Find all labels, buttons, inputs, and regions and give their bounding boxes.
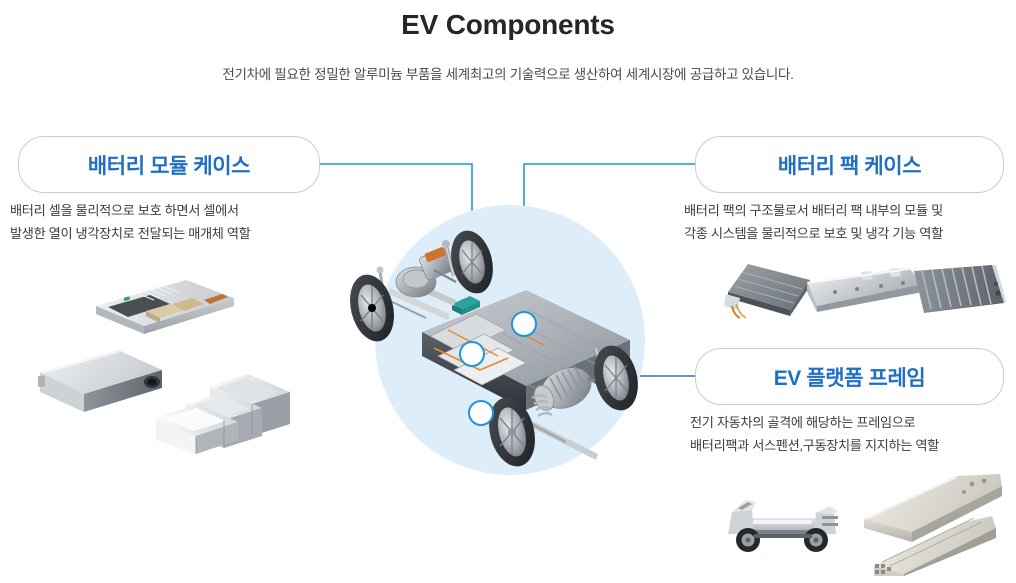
product-ev-skateboard-platform [718, 490, 848, 560]
card-ev-platform-frame[interactable]: EV 플랫폼 프레임 [695, 348, 1004, 405]
node-battery-pack[interactable] [511, 311, 537, 337]
desc-line: 배터리팩과 서스펜션,구동장치를 지지하는 역할 [690, 437, 939, 453]
card-title-battery-pack: 배터리 팩 케이스 [777, 154, 922, 178]
page-subtitle: 전기차에 필요한 정밀한 알루미늄 부품을 세계최고의 기술력으로 생산하여 세… [222, 67, 794, 82]
node-ev-platform[interactable] [468, 400, 494, 426]
product-duct-module-assembly [86, 278, 236, 338]
card-description-ev-platform: 전기 자동차의 골격에 해당하는 프레임으로 배터리팩과 서스펜션,구동장치를 … [690, 412, 1016, 457]
desc-line: 배터리 팩의 구조물로서 배터리 팩 내부의 모듈 및 [684, 203, 943, 218]
desc-line: 전기 자동차의 골격에 해당하는 프레임으로 [690, 415, 916, 430]
card-title-ev-platform: EV 플랫폼 프레임 [773, 366, 926, 390]
page-title: EV Components [401, 9, 615, 40]
product-aluminum-module-case [36, 348, 166, 416]
ev-chassis-cutaway-illustration [350, 230, 638, 467]
card-description-battery-module: 배터리 셀을 물리적으로 보호 하면서 셀에서 발생한 열이 냉각장치로 전달되… [10, 200, 340, 245]
desc-line: 각종 시스템을 물리적으로 보호 및 냉각 기능 역할 [684, 225, 943, 241]
desc-line: 배터리 셀을 물리적으로 보호 하면서 셀에서 [10, 203, 239, 218]
product-aluminum-extrusion-profiles [150, 370, 305, 455]
product-frame-side-beams [860, 472, 1010, 578]
card-battery-pack-case[interactable]: 배터리 팩 케이스 [695, 136, 1004, 193]
card-description-battery-pack: 배터리 팩의 구조물로서 배터리 팩 내부의 모듈 및 각종 시스템을 물리적으… [684, 200, 1016, 245]
card-battery-module-case[interactable]: 배터리 모듈 케이스 [18, 136, 320, 193]
ev-chassis-diagram [330, 180, 660, 480]
product-cooling-fin-panel [912, 263, 1008, 325]
desc-line: 발생한 열이 냉각장치로 전달되는 매개체 역할 [10, 225, 251, 241]
product-pack-side-rail [805, 262, 925, 324]
card-title-battery-module: 배터리 모듈 케이스 [87, 154, 251, 178]
node-battery-module[interactable] [459, 341, 485, 367]
product-battery-pack-tray [718, 258, 823, 328]
